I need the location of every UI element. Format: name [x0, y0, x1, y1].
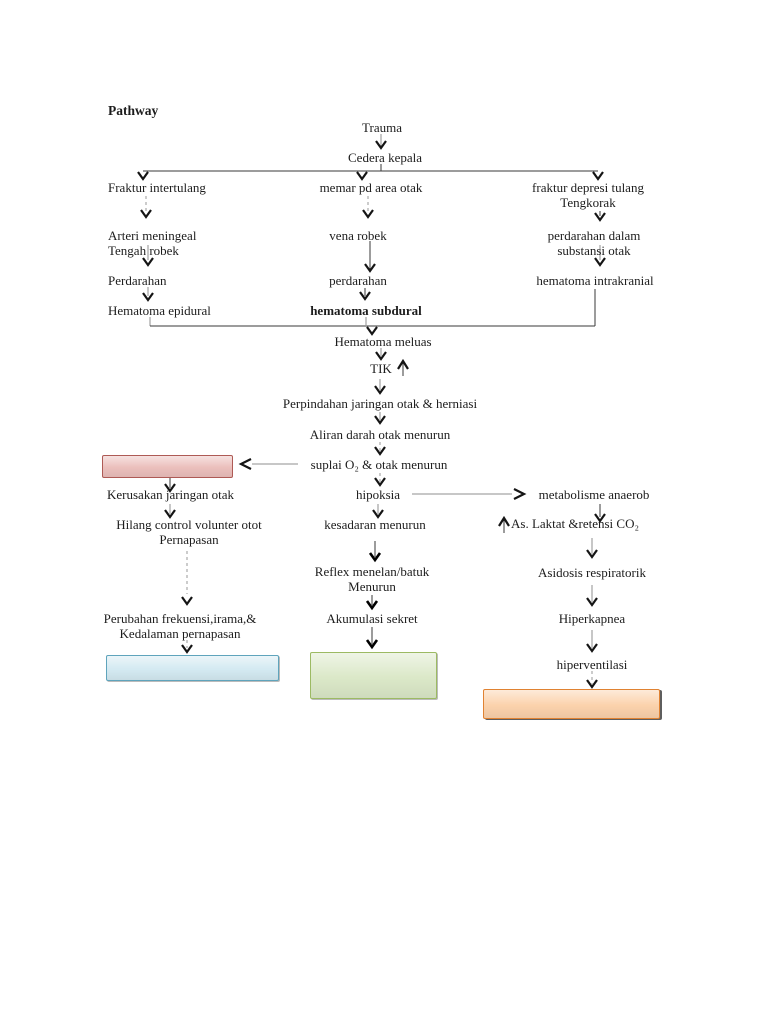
node-aliran-darah: Aliran darah otak menurun [309, 427, 451, 442]
node-hematoma-meluas: Hematoma meluas [334, 334, 432, 349]
outcome-box-green [310, 652, 437, 699]
outcome-box-blue [106, 655, 279, 681]
node-fraktur-intertulang: Fraktur intertulang [108, 180, 206, 195]
node-suplai-o2: suplai O₂ & otak menurun [310, 457, 448, 472]
node-as-laktat: As. Laktat &retensi CO₂ [511, 516, 640, 531]
node-vena-robek: vena robek [329, 228, 387, 243]
node-hematoma-epidural: Hematoma epidural [108, 303, 211, 318]
outcome-box-orange [483, 689, 660, 719]
node-hilang-kontrol: Hilang control volunter otot Pernapasan [116, 517, 262, 547]
node-perubahan-frekuensi: Perubahan frekuensi,irama,& Kedalaman pe… [103, 611, 257, 641]
page-title: Pathway [108, 103, 159, 118]
node-perdarahan-tengah: perdarahan [329, 273, 387, 288]
node-trauma: Trauma [362, 120, 402, 135]
node-perdarahan-kiri: Perdarahan [108, 273, 167, 288]
node-reflex-menelan: Reflex menelan/batuk Menurun [314, 564, 430, 594]
node-hiperventilasi: hiperventilasi [556, 657, 628, 672]
node-hematoma-subdural: hematoma subdural [310, 303, 422, 318]
lactate-increase-arrow-icon [498, 515, 510, 533]
node-tik: TIK [370, 361, 392, 376]
node-memar-pd-area-otak: memar pd area otak [319, 180, 423, 195]
node-hipoksia: hipoksia [355, 487, 401, 502]
outcome-box-red [102, 455, 233, 478]
node-kerusakan-jaringan: Kerusakan jaringan otak [107, 487, 235, 502]
node-hiperkapnea: Hiperkapnea [558, 611, 626, 626]
node-hematoma-intrakranial: hematoma intrakranial [536, 273, 654, 288]
node-cedera-kepala: Cedera kepala [348, 150, 422, 165]
tik-increase-arrow-icon [397, 358, 409, 376]
node-akumulasi-sekret: Akumulasi sekret [326, 611, 418, 626]
node-perpindahan-jaringan: Perpindahan jaringan otak & herniasi [282, 396, 478, 411]
node-kesadaran-menurun: kesadaran menurun [324, 517, 426, 532]
node-perdarahan-dalam: perdarahan dalam substansi otak [547, 228, 641, 258]
node-fraktur-depresi-tulang: fraktur depresi tulang Tengkorak [532, 180, 644, 210]
node-asidosis-respiratorik: Asidosis respiratorik [538, 565, 646, 580]
node-arteri-meningeal: Arteri meningeal Tengah robek [108, 228, 197, 258]
node-metabolisme-anaerob: metabolisme anaerob [538, 487, 650, 502]
